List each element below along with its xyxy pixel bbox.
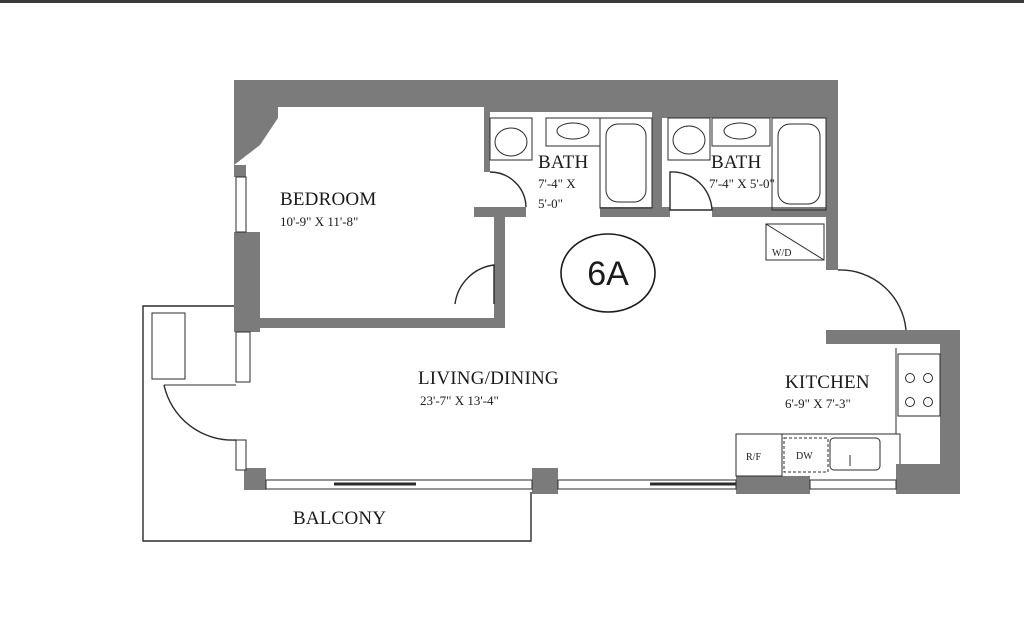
walls bbox=[234, 80, 960, 494]
refrigerator-label: R/F bbox=[746, 452, 761, 463]
top-border bbox=[0, 0, 1024, 3]
toilet-icon bbox=[494, 127, 528, 157]
bath-2-dimensions: 7'-4" X 5'-0" bbox=[709, 176, 775, 191]
balcony-name: BALCONY bbox=[293, 508, 386, 529]
unit-id-badge: 6A bbox=[560, 233, 656, 313]
sink-counter bbox=[711, 117, 771, 147]
bath-2-name: BATH bbox=[711, 152, 761, 173]
bath-1-name: BATH bbox=[538, 152, 588, 173]
toilet-icon bbox=[672, 125, 706, 155]
washer-dryer-label: W/D bbox=[772, 248, 791, 259]
bath-2-fixtures bbox=[667, 117, 827, 211]
kitchen-fixtures: R/F DW bbox=[735, 348, 941, 477]
toilet-tank bbox=[489, 117, 533, 161]
sink-icon bbox=[556, 122, 590, 140]
living-dining-name: LIVING/DINING bbox=[418, 368, 559, 389]
doors bbox=[163, 171, 907, 441]
bath-1-fixtures bbox=[489, 117, 653, 209]
refrigerator-icon bbox=[735, 433, 783, 477]
living-dining-dimensions: 23'-7" X 13'-4" bbox=[420, 393, 499, 408]
cooktop-icon bbox=[897, 353, 941, 417]
bath-1-dimensions-line1: 7'-4" X bbox=[538, 176, 576, 191]
washer-dryer: W/D bbox=[765, 223, 825, 261]
bedroom-name: BEDROOM bbox=[280, 189, 376, 210]
sink-icon bbox=[723, 122, 757, 140]
bath-1-dimensions-line2: 5'-0" bbox=[538, 196, 563, 211]
kitchen-name: KITCHEN bbox=[785, 372, 870, 393]
dishwasher-label: DW bbox=[796, 451, 813, 462]
balcony-area bbox=[142, 305, 532, 542]
bathtub-icon bbox=[771, 117, 827, 211]
sink-counter bbox=[545, 117, 601, 147]
dishwasher-icon bbox=[783, 437, 829, 473]
bedroom-dimensions: 10'-9" X 11'-8" bbox=[280, 214, 358, 229]
bathtub-icon bbox=[599, 117, 653, 209]
windows bbox=[235, 176, 897, 490]
balcony-planter bbox=[151, 312, 186, 380]
unit-id-label: 6A bbox=[587, 255, 629, 293]
toilet-tank bbox=[667, 117, 711, 161]
kitchen-dimensions: 6'-9" X 7'-3" bbox=[785, 396, 851, 411]
kitchen-sink-icon bbox=[829, 437, 881, 471]
